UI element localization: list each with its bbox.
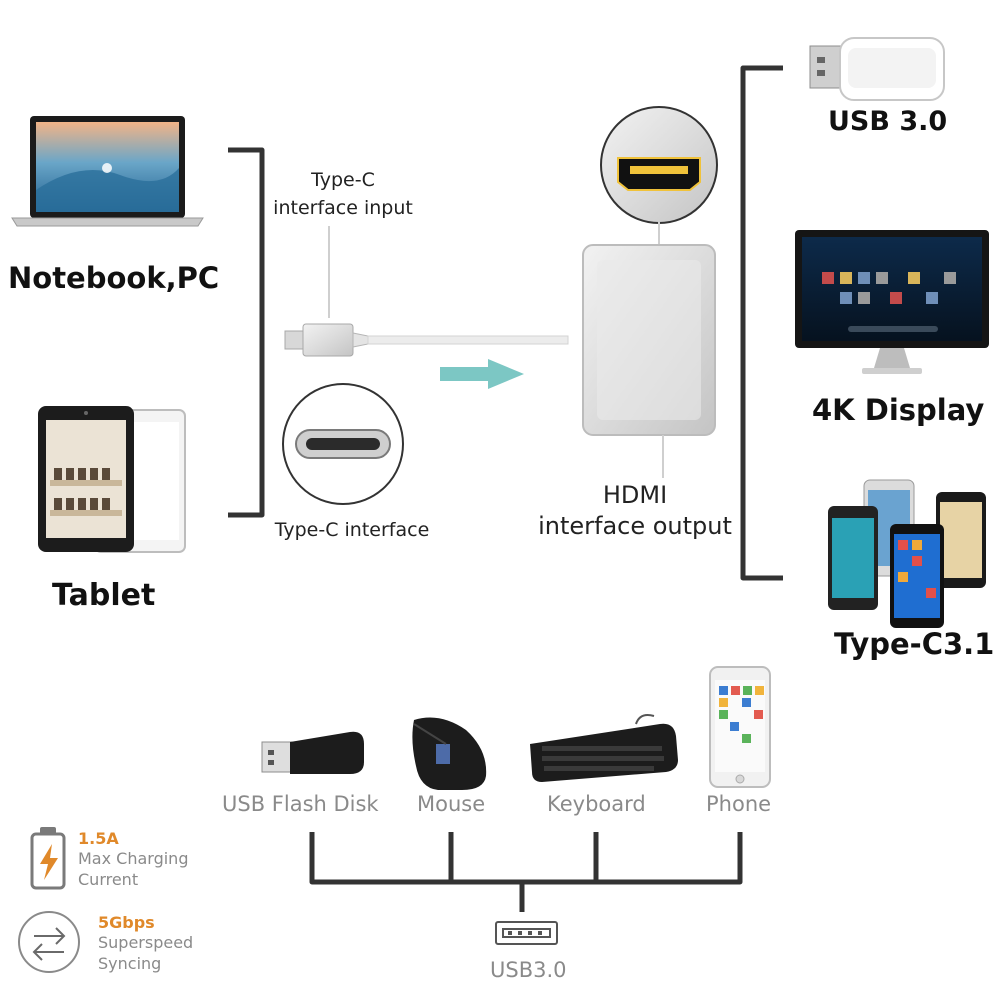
right-bracket <box>740 65 783 581</box>
bottom-device-label-keyboard: Keyboard <box>547 792 646 816</box>
usb30-label: USB 3.0 <box>828 106 948 137</box>
monitor-icon <box>795 230 989 374</box>
hdmi-port-icon <box>600 106 718 224</box>
phone-icon <box>709 666 771 788</box>
feature-sync: 5Gbps Superspeed Syncing <box>98 913 193 974</box>
notebook-label: Notebook,PC <box>8 261 220 295</box>
bottom-device-label-phone: Phone <box>706 792 772 816</box>
typec-input-label: Type-C interface input <box>268 166 418 222</box>
typec-input-line1: Type-C <box>311 169 375 191</box>
feature-charging: 1.5A Max Charging Current <box>78 829 188 890</box>
phones-group-icon <box>828 479 986 628</box>
usb-stick-icon <box>809 37 945 101</box>
bottom-tree-connector <box>309 832 743 912</box>
hdmi-output-label: HDMI interface output <box>530 480 740 542</box>
typec-input-line2: interface input <box>273 197 413 219</box>
keyboard-icon <box>530 714 678 782</box>
bottom-device-label-usb-flash-disk: USB Flash Disk <box>222 792 379 816</box>
typec-port-icon <box>282 383 404 505</box>
feature-sync-line2: Syncing <box>98 954 162 973</box>
bottom-device-label-mouse: Mouse <box>417 792 486 816</box>
adapter-box <box>582 244 716 436</box>
left-bracket <box>228 147 265 518</box>
tablet-icon <box>38 406 186 553</box>
tablet-label: Tablet <box>52 578 156 613</box>
feature-charging-value: 1.5A <box>78 829 119 848</box>
mouse-icon <box>412 717 487 790</box>
sync-arrows-icon <box>18 911 80 973</box>
usb-port-icon <box>495 921 558 945</box>
typec-interface-label: Type-C interface <box>274 519 430 541</box>
display4k-label: 4K Display <box>812 393 985 427</box>
hdmi-line1: HDMI <box>602 481 668 509</box>
direction-arrow-icon <box>440 359 524 389</box>
typec31-label: Type-C3.1 <box>834 627 995 661</box>
laptop-icon <box>11 116 204 227</box>
hdmi-line2: interface output <box>538 512 732 540</box>
usb-flash-disk-icon <box>261 731 364 774</box>
feature-sync-value: 5Gbps <box>98 913 155 932</box>
usb-port-label: USB3.0 <box>490 958 567 982</box>
typec-cable <box>284 226 569 357</box>
feature-charging-line1: Max Charging <box>78 849 189 868</box>
battery-charging-icon <box>30 827 66 890</box>
feature-sync-line1: Superspeed <box>98 933 194 952</box>
feature-charging-line2: Current <box>78 870 139 889</box>
